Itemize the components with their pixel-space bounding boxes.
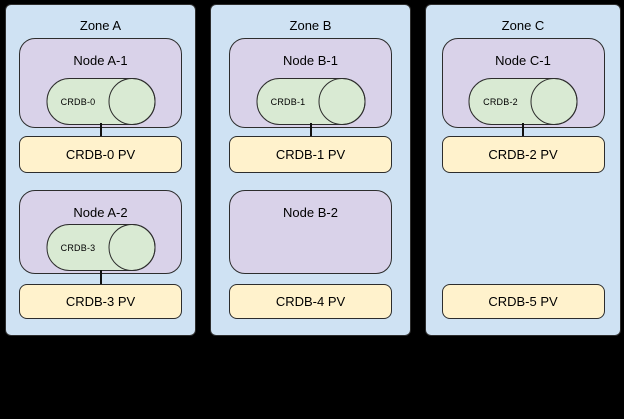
cylinder-end-ellipse	[108, 224, 155, 271]
crdb-2-pod-cylinder: CRDB-2	[468, 78, 578, 125]
node-a1: Node A-1 CRDB-0	[19, 38, 182, 128]
connector-a2-pv	[99, 270, 102, 284]
pv-crdb-1: CRDB-1 PV	[229, 136, 392, 173]
pv-crdb-4: CRDB-4 PV	[229, 284, 392, 319]
crdb-0-pod-cylinder: CRDB-0	[46, 78, 155, 125]
node-c1: Node C-1 CRDB-2	[441, 38, 605, 128]
connector-a1-pv	[99, 123, 102, 136]
node-b2: Node B-2	[229, 190, 392, 274]
zone-a: Zone A Node A-1 CRDB-0 CRDB-0 PV Node A-…	[5, 4, 196, 336]
node-a2: Node A-2 CRDB-3	[19, 190, 182, 274]
pv-crdb-5: CRDB-5 PV	[441, 284, 605, 319]
pv-crdb-3-label: CRDB-3 PV	[65, 294, 136, 309]
connector-b1-pv	[309, 123, 312, 136]
pv-crdb-2: CRDB-2 PV	[441, 136, 605, 173]
node-a1-label: Node A-1	[73, 53, 128, 68]
crdb-0-pod-label: CRDB-0	[60, 96, 96, 107]
node-b2-label: Node B-2	[283, 205, 338, 220]
pv-crdb-3: CRDB-3 PV	[19, 284, 182, 319]
node-b1: Node B-1 CRDB-1	[229, 38, 392, 128]
zone-c-label: Zone C	[501, 18, 545, 33]
pv-crdb-1-label: CRDB-1 PV	[275, 147, 346, 162]
crdb-3-pod-label: CRDB-3	[60, 242, 96, 253]
zone-b: Zone B Node B-1 CRDB-1 CRDB-1 PV Node B-…	[210, 4, 411, 336]
pv-crdb-0-label: CRDB-0 PV	[65, 147, 136, 162]
pv-crdb-2-label: CRDB-2 PV	[488, 147, 558, 162]
cylinder-end-ellipse	[530, 78, 578, 125]
node-b1-label: Node B-1	[283, 53, 338, 68]
zone-b-label: Zone B	[289, 18, 332, 33]
cylinder-end-ellipse	[108, 78, 155, 125]
crdb-3-pod-cylinder: CRDB-3	[46, 224, 155, 271]
node-a2-label: Node A-2	[73, 205, 128, 220]
pv-crdb-0: CRDB-0 PV	[19, 136, 182, 173]
zone-c: Zone C Node C-1 CRDB-2 CRDB-2 PV CRDB-5 …	[425, 4, 621, 336]
pv-crdb-4-label: CRDB-4 PV	[275, 294, 346, 309]
pv-crdb-5-label: CRDB-5 PV	[488, 294, 558, 309]
crdb-2-pod-label: CRDB-2	[483, 96, 518, 107]
crdb-1-pod-label: CRDB-1	[270, 96, 306, 107]
crdb-1-pod-cylinder: CRDB-1	[256, 78, 365, 125]
zone-a-label: Zone A	[79, 18, 122, 33]
connector-c1-pv	[522, 123, 524, 136]
node-c1-label: Node C-1	[495, 53, 551, 68]
cylinder-end-ellipse	[318, 78, 365, 125]
